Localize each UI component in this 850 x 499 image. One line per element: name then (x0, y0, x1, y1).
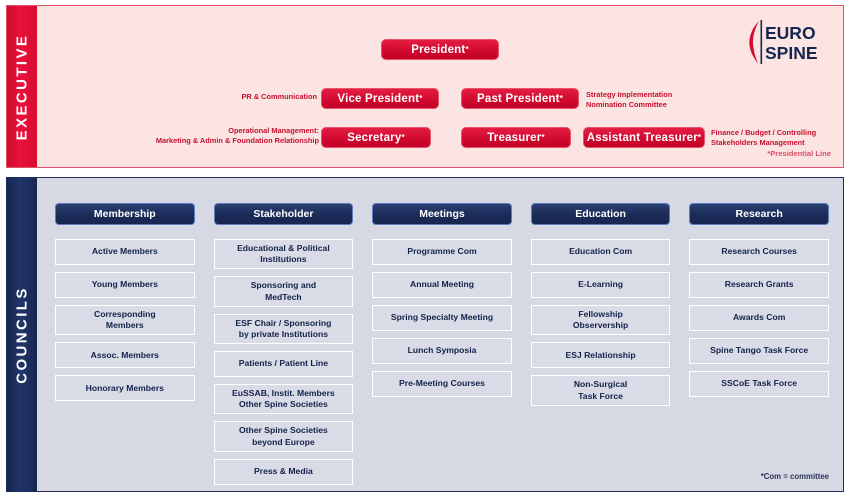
council-item[interactable]: Young Members (55, 272, 195, 298)
council-item[interactable]: Annual Meeting (372, 272, 512, 298)
council-item[interactable]: Assoc. Members (55, 342, 195, 369)
annotation-finance: Finance / Budget / Controlling Stakehold… (711, 128, 817, 147)
council-item[interactable]: Fellowship Observership (530, 305, 671, 336)
council-item[interactable]: Sponsoring and MedTech (213, 276, 354, 307)
council-item[interactable]: Spine Tango Task Force (689, 338, 829, 364)
council-item[interactable]: EuSSAB, Instit. Members Other Spine Soci… (213, 384, 354, 415)
presidential-line-footnote: *Presidential Line (767, 149, 831, 158)
council-item[interactable]: Research Grants (689, 272, 829, 298)
com-committee-footnote: *Com = committee (760, 472, 829, 481)
council-item[interactable]: Awards Com (689, 305, 829, 331)
councils-sidebar-label: COUNCILS (13, 285, 31, 384)
council-column-header[interactable]: Meetings (372, 203, 512, 225)
role-president-label: President (411, 43, 466, 56)
council-item[interactable]: Educational & Political Institutions (213, 239, 354, 270)
role-treasurer-label: Treasurer (487, 131, 542, 144)
council-item[interactable]: Research Courses (689, 239, 829, 265)
executive-sidebar: EXECUTIVE (7, 6, 37, 167)
council-item[interactable]: Press & Media (213, 458, 354, 485)
council-column-header[interactable]: Membership (55, 203, 195, 225)
council-item[interactable]: Programme Com (372, 239, 512, 265)
logo-text-spine: SPINE (765, 43, 818, 63)
council-column-header[interactable]: Research (689, 203, 829, 225)
role-vice-president-label: Vice President (337, 92, 420, 105)
council-column-header[interactable]: Stakeholder (213, 203, 354, 225)
council-item[interactable]: ESJ Relationship (530, 342, 671, 369)
president-star: * (465, 44, 469, 54)
past-president-star: * (559, 93, 564, 103)
councils-sidebar: COUNCILS (7, 178, 37, 491)
council-item[interactable]: Pre-Meeting Courses (372, 371, 512, 397)
annotation-operational-management: Operational Management: Marketing & Admi… (155, 126, 319, 145)
role-secretary[interactable]: Secretary* (321, 127, 431, 148)
vice-president-star: * (419, 93, 423, 103)
logo-text-euro: EURO (765, 23, 816, 43)
role-past-president-label: Past President (476, 92, 560, 105)
logo-swoosh-icon (749, 21, 759, 64)
treasurer-star: * (541, 132, 545, 142)
council-item[interactable]: Spring Specialty Meeting (372, 305, 512, 331)
role-past-president[interactable]: Past President* (461, 88, 579, 109)
council-item[interactable]: Honorary Members (55, 375, 195, 402)
council-item[interactable]: Other Spine Societies beyond Europe (213, 421, 354, 452)
executive-sidebar-label: EXECUTIVE (13, 33, 31, 140)
executive-section: EXECUTIVE President* PR & Communication … (6, 5, 844, 168)
role-treasurer[interactable]: Treasurer* (461, 127, 571, 148)
council-item[interactable]: Non-Surgical Task Force (530, 375, 671, 406)
annotation-strategy: Strategy Implementation Nomination Commi… (586, 90, 673, 109)
council-item[interactable]: Corresponding Members (55, 305, 195, 336)
council-item[interactable]: Active Members (55, 239, 195, 265)
council-item[interactable]: ESF Chair / Sponsoring by private Instit… (213, 313, 354, 345)
eurospine-logo: EURO SPINE (745, 18, 833, 66)
council-item[interactable]: Lunch Symposia (372, 338, 512, 364)
role-vice-president[interactable]: Vice President* (321, 88, 439, 109)
role-assistant-treasurer-label: Assistant Treasurer (586, 131, 698, 144)
role-president[interactable]: President* (381, 39, 499, 60)
role-assistant-treasurer[interactable]: Assistant Treasurer* (583, 127, 705, 148)
annotation-pr-communication: PR & Communication (241, 92, 317, 101)
council-item[interactable]: Patients / Patient Line (213, 351, 354, 378)
role-secretary-label: Secretary (347, 131, 402, 144)
assistant-treasurer-star: * (697, 132, 702, 142)
secretary-star: * (401, 132, 405, 142)
council-column-header[interactable]: Education (530, 203, 671, 225)
council-item[interactable]: E-Learning (530, 272, 671, 298)
council-item[interactable]: SSCoE Task Force (689, 371, 829, 397)
executive-body: President* PR & Communication Vice Presi… (37, 6, 843, 167)
council-item[interactable]: Education Com (530, 239, 671, 265)
